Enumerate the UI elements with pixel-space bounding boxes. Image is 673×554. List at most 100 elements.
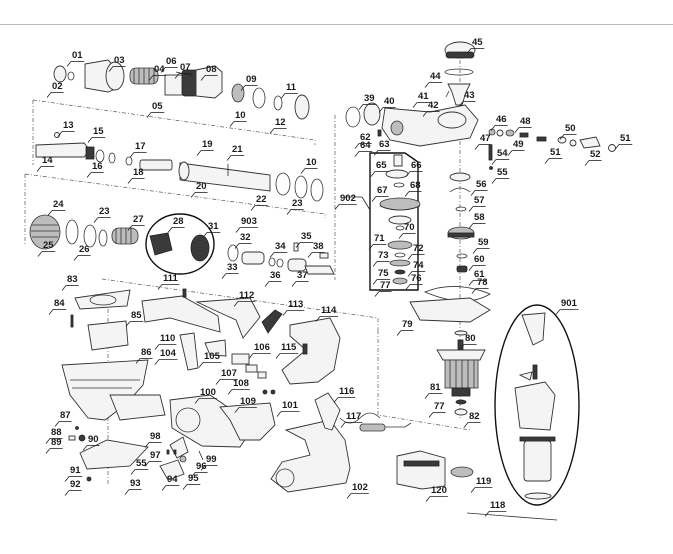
label-leader	[466, 48, 472, 54]
group-902	[345, 152, 421, 291]
label-leader	[127, 225, 133, 231]
label-leader	[282, 310, 288, 316]
label-leader	[93, 217, 99, 223]
label-50: 50	[565, 123, 576, 134]
label-leader	[555, 309, 561, 315]
label-leader	[491, 159, 497, 165]
label-07: 07	[180, 62, 191, 73]
label-leader	[135, 358, 141, 364]
label-leader	[157, 284, 163, 290]
label-leader	[463, 422, 469, 428]
label-leader	[196, 150, 202, 156]
label-leader	[129, 152, 135, 158]
label-18: 18	[133, 167, 144, 178]
label-84: 84	[54, 298, 65, 309]
label-40: 40	[384, 96, 395, 107]
label-leader	[250, 205, 256, 211]
motor-housing-parts	[61, 289, 166, 482]
label-leader	[161, 485, 167, 491]
label-70: 70	[404, 222, 415, 233]
label-71: 71	[374, 233, 385, 244]
label-12: 12	[275, 117, 286, 128]
chuck-parts	[53, 59, 310, 120]
label-leader	[468, 223, 474, 229]
label-25: 25	[43, 240, 54, 251]
label-02: 02	[52, 81, 63, 92]
label-leader	[182, 484, 188, 490]
label-77b: 77	[434, 401, 445, 412]
label-89: 89	[51, 437, 62, 448]
label-leader	[269, 252, 275, 258]
label-leader	[226, 155, 232, 161]
label-leader	[544, 158, 550, 164]
label-leader	[307, 252, 313, 258]
label-leader	[315, 316, 321, 322]
label-leader	[354, 143, 360, 149]
label-leader	[354, 151, 360, 157]
label-leader	[468, 280, 474, 286]
label-leader	[48, 309, 54, 315]
label-78: 78	[477, 277, 488, 288]
label-leader	[614, 144, 620, 150]
label-leader	[280, 93, 286, 99]
label-leader	[167, 227, 173, 233]
label-55b: 55	[136, 458, 147, 469]
label-107: 107	[221, 368, 237, 379]
label-leader	[422, 111, 428, 117]
label-57: 57	[474, 195, 485, 206]
top-bar	[0, 0, 673, 25]
label-leader	[36, 166, 42, 172]
label-101: 101	[282, 400, 299, 411]
label-48: 48	[520, 116, 531, 127]
label-91: 91	[70, 465, 81, 476]
label-leader	[340, 422, 346, 428]
label-15: 15	[93, 126, 104, 137]
label-16: 16	[92, 161, 103, 172]
label-leader	[472, 248, 478, 254]
label-leader	[286, 209, 292, 215]
label-leader	[484, 511, 490, 517]
label-60: 60	[474, 254, 485, 265]
label-81: 81	[430, 382, 441, 393]
label-63: 63	[379, 139, 390, 150]
motor-parts	[409, 297, 491, 416]
label-21: 21	[232, 144, 243, 155]
label-75: 75	[378, 268, 389, 279]
label-leader	[234, 243, 240, 249]
label-67: 67	[377, 185, 388, 196]
label-leader	[86, 172, 92, 178]
label-102: 102	[352, 482, 368, 493]
label-leader	[202, 232, 208, 238]
label-72: 72	[413, 243, 424, 254]
label-leader	[73, 255, 79, 261]
label-68: 68	[410, 180, 421, 191]
header-divider	[0, 24, 673, 25]
label-leader	[154, 359, 160, 365]
label-leader	[333, 397, 339, 403]
label-leader	[248, 353, 254, 359]
label-66: 66	[411, 160, 422, 171]
label-leader	[507, 150, 513, 156]
label-leader	[300, 168, 306, 174]
label-51a: 51	[550, 147, 561, 158]
label-leader	[215, 379, 221, 385]
label-79: 79	[402, 319, 413, 330]
label-114: 114	[321, 305, 337, 316]
label-leader	[358, 104, 364, 110]
label-leader	[190, 472, 196, 478]
callout-labels: 01 02 03 04 05 06 07 08 09 10 11 12 13 1…	[42, 37, 631, 511]
label-10b: 10	[306, 157, 317, 168]
label-leader	[37, 251, 43, 257]
label-31: 31	[208, 221, 219, 232]
label-underlines	[36, 48, 633, 517]
label-leader	[64, 476, 70, 482]
label-leader	[368, 244, 374, 250]
label-26: 26	[79, 244, 90, 255]
label-leader	[373, 150, 379, 156]
label-33: 33	[227, 262, 238, 273]
accessories	[396, 304, 580, 521]
label-leader	[46, 92, 52, 98]
label-leader	[200, 465, 206, 471]
label-83: 83	[67, 274, 78, 285]
label-92: 92	[70, 479, 81, 490]
